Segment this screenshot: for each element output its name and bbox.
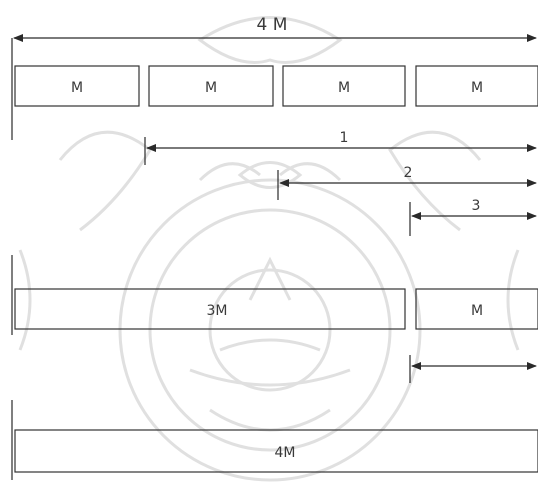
row3-box-1-label: 4M [275, 445, 296, 461]
row2-box-1-label: 3M [207, 303, 228, 319]
row1-box-1-label: M [71, 80, 83, 96]
marker-1: 1 [145, 130, 536, 165]
royal-seal-watermark-icon [20, 18, 518, 481]
top-dimension-label: 4 M [257, 15, 288, 35]
marker-2-label: 2 [404, 165, 413, 181]
row3: 4M [12, 400, 538, 480]
row2-box-2-label: M [471, 303, 483, 319]
row1-box-2-label: M [205, 80, 217, 96]
top-dimension: 4 M [12, 15, 536, 140]
marker-2: 2 [278, 165, 536, 200]
row1: M M M M [15, 66, 538, 106]
marker-1-label: 1 [340, 130, 349, 146]
row1-box-3-label: M [338, 80, 350, 96]
row2: 3M M [12, 255, 538, 383]
marker-3-label: 3 [472, 198, 481, 214]
row1-box-4-label: M [471, 80, 483, 96]
